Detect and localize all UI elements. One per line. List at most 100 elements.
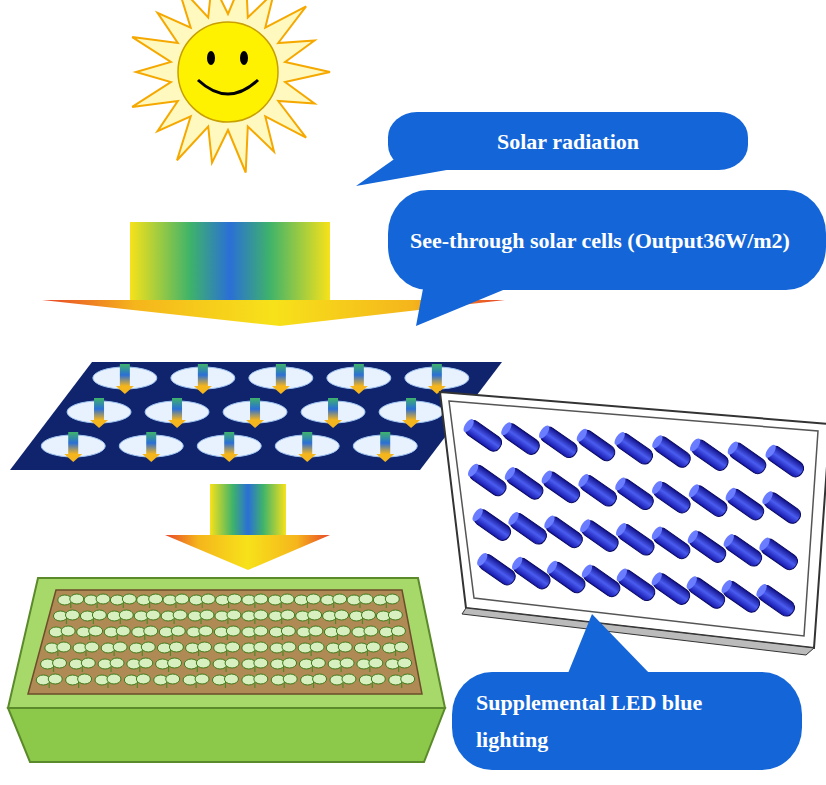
seedling [156,658,182,672]
blue-led [650,433,693,470]
seedling [324,626,350,640]
blue-led [612,430,655,467]
blue-led [684,574,727,611]
seedling [242,674,268,688]
seedling [110,594,136,608]
callout-bubble: Supplemental LED blue lighting [452,672,802,770]
light-arrow [220,454,238,462]
blue-led [576,472,619,509]
blue-led [613,475,656,512]
seedling [80,610,106,624]
light-arrow [402,420,420,428]
seedling [328,658,354,672]
light-arrow [116,386,134,394]
light-arrow [94,398,104,420]
seedling [296,610,322,624]
light-arrow [432,364,442,386]
seedling [242,658,268,672]
seedling [95,674,121,688]
seedling [269,610,295,624]
seedling [323,610,349,624]
blue-led [725,440,768,477]
seedling [298,642,324,656]
seedling [132,626,158,640]
seedling [216,594,242,608]
seedling [376,610,402,624]
seedling-tray [8,578,445,762]
seedling [269,626,295,640]
seedling [107,610,133,624]
seedling [188,610,214,624]
seedling [212,674,238,688]
seedling [214,626,240,640]
callout-bubble: See-through solar cells (Output36W/m2) [388,190,826,290]
seedling [299,658,325,672]
seedling [359,674,385,688]
seedling [373,594,399,608]
blue-led [466,462,509,499]
blue-led [506,510,549,547]
seedling [134,610,160,624]
light-arrow [90,420,108,428]
blue-led [649,525,692,562]
light-arrow [142,454,160,462]
blue-led [686,482,729,519]
seedling [354,642,380,656]
seedling [242,642,268,656]
seedling [347,594,373,608]
light-arrow [406,398,416,420]
callout-bubble: Solar radiation [388,112,748,170]
seedling [270,642,296,656]
light-arrow [302,432,312,454]
callout-text: Supplemental LED blue lighting [476,684,778,758]
light-arrow [68,432,78,454]
light-arrow [165,484,330,570]
seedling [383,642,409,656]
seedling [186,642,212,656]
seedling [104,626,130,640]
blue-led [578,517,621,554]
seedling [349,610,375,624]
seedling [53,610,79,624]
seedling [77,626,103,640]
seedling [163,594,189,608]
seedling [271,658,297,672]
seedling [157,642,183,656]
seedling [271,674,297,688]
seedling [215,610,241,624]
light-arrow [350,386,368,394]
blue-led [470,506,513,543]
callout-text: See-through solar cells (Output36W/m2) [410,222,810,259]
seedling [352,626,378,640]
seedling [297,626,323,640]
seedling [137,594,163,608]
light-arrow [224,432,234,454]
blue-led [650,479,693,516]
solar-panel [10,362,502,470]
light-arrow [324,420,342,428]
seedling [242,594,268,608]
seedling [101,642,127,656]
light-arrow [64,454,82,462]
blue-led [542,514,585,551]
blue-led [537,423,580,460]
callout-text: Solar radiation [408,123,728,160]
seedling [129,642,155,656]
light-arrow [146,432,156,454]
seedling [124,674,150,688]
blue-led [757,536,800,573]
seedling [187,626,213,640]
light-arrow [198,364,208,386]
seedling [41,658,67,672]
blue-led [461,417,504,454]
blue-led [754,582,797,619]
seedling [159,626,185,640]
light-arrow [172,398,182,420]
light-arrow [250,398,260,420]
seedling [294,594,320,608]
light-arrow [276,364,286,386]
seedling [389,674,415,688]
light-arrow [380,432,390,454]
light-arrow [328,398,338,420]
blue-led [574,427,617,464]
